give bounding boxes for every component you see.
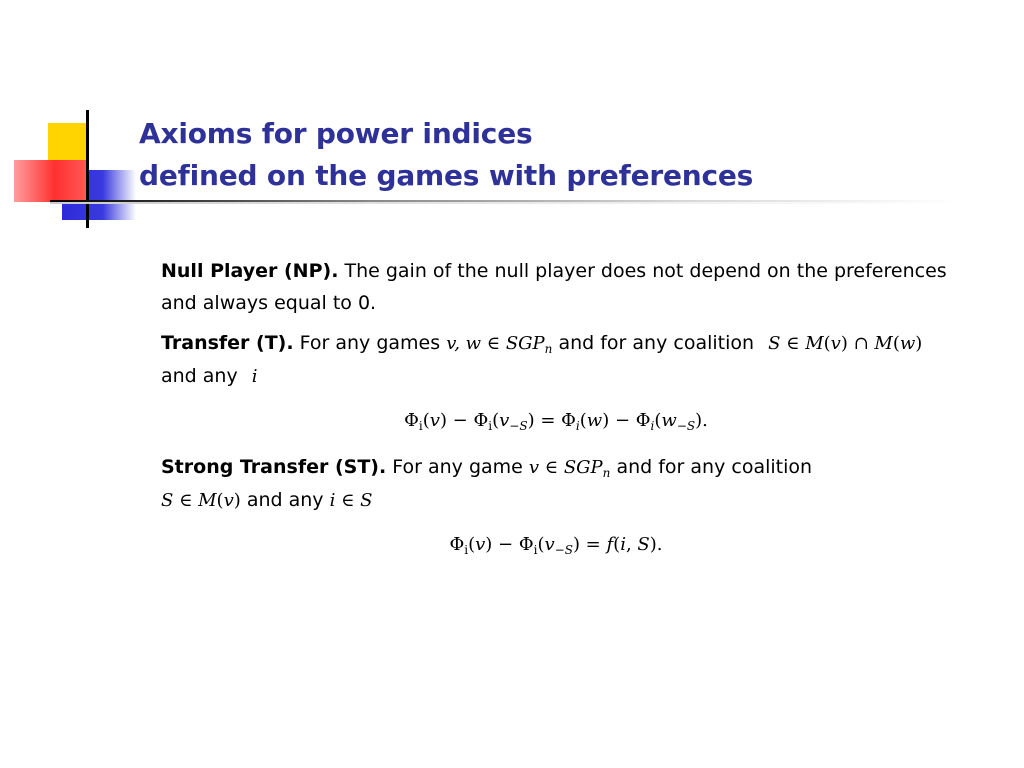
axiom-st-math-player: i ∈ S — [329, 490, 373, 511]
logo-yellow-square — [48, 123, 88, 165]
axiom-np-text: The gain of the null player does not dep… — [161, 260, 947, 314]
axiom-t-text-before: For any games — [299, 332, 441, 354]
axiom-st-text-after: and any — [246, 489, 324, 511]
axiom-t-name: Transfer (T). — [161, 332, 294, 354]
axiom-t-text-middle: and for any coalition — [558, 332, 755, 354]
axiom-t-formula: Φi(v) − Φi(v−S) = Φi(w) − Φi(w−S). — [404, 410, 708, 433]
axiom-t-text-after: and any — [161, 365, 238, 387]
title-underline — [50, 200, 960, 202]
slide-logo — [0, 0, 140, 240]
axiom-t-math-coalition: S ∈ M(v) ∩ M(w) — [768, 333, 923, 354]
axiom-st-math-coalition: S ∈ M(v) — [161, 490, 241, 511]
axiom-st-text-before: For any game — [392, 456, 523, 478]
axiom-transfer: Transfer (T). For any games v, w ∈ SGPn … — [161, 327, 951, 393]
axiom-np-name: Null Player (NP). — [161, 260, 339, 282]
title-underline-shadow — [50, 202, 960, 204]
slide-body: Null Player (NP). The gain of the null p… — [161, 255, 951, 575]
axiom-null-player: Null Player (NP). The gain of the null p… — [161, 255, 951, 319]
axiom-st-name: Strong Transfer (ST). — [161, 456, 387, 478]
axiom-strong-transfer: Strong Transfer (ST). For any game v ∈ S… — [161, 451, 951, 517]
slide-title: Axioms for power indices defined on the … — [139, 113, 753, 197]
axiom-t-math-player: i — [251, 366, 258, 387]
title-line-1: Axioms for power indices — [139, 117, 533, 150]
axiom-st-math-game: v ∈ SGPn — [528, 457, 611, 480]
logo-vertical-line — [86, 110, 89, 228]
logo-red-square — [14, 160, 88, 202]
title-line-2: defined on the games with preferences — [139, 159, 754, 192]
axiom-st-text-middle: and for any coalition — [616, 456, 813, 478]
axiom-t-math-games: v, w ∈ SGPn — [446, 333, 553, 356]
axiom-st-formula: Φi(v) − Φi(v−S) = f(i, S). — [449, 534, 663, 557]
